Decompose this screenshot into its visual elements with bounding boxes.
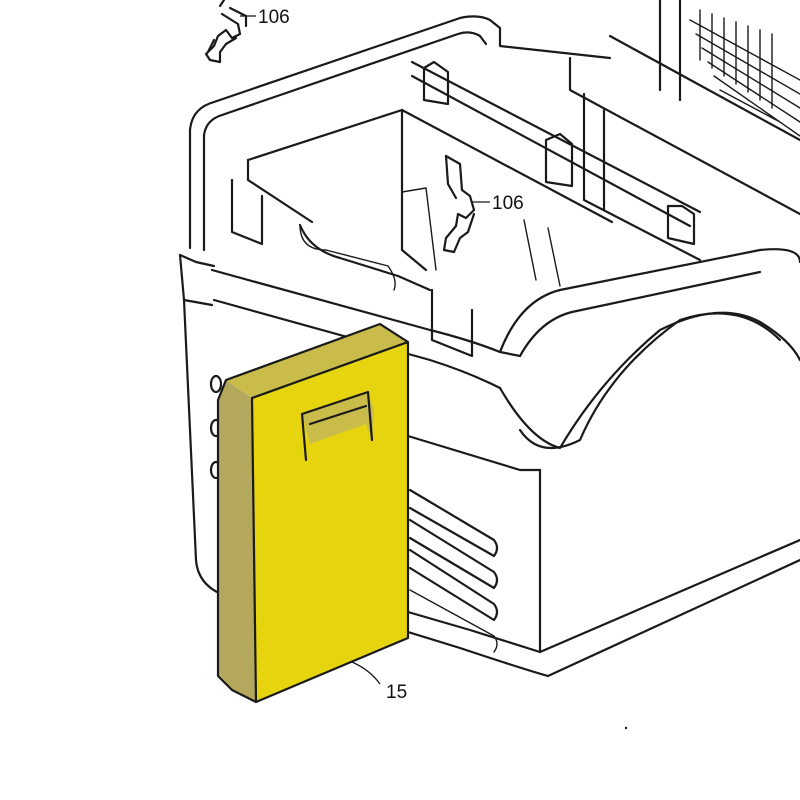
- handle-inner: [518, 270, 762, 358]
- clip-mid: [442, 154, 476, 254]
- cavity-left-edge: [246, 158, 314, 224]
- handle-outer: [498, 248, 800, 354]
- handle-lower-curve-2: [518, 312, 782, 450]
- callout-15: 15: [351, 661, 407, 703]
- vent-slot-3: [408, 548, 499, 622]
- part-slot-outline: [300, 390, 374, 462]
- part-outline: [216, 322, 410, 704]
- housing-front-ridge-lower: [212, 298, 502, 390]
- part-top-face: [226, 324, 408, 398]
- callout-15-leader: [351, 661, 381, 685]
- notch-mid: [544, 132, 574, 188]
- clip-top: [204, 0, 248, 64]
- callout-106-mid: 106: [472, 193, 524, 214]
- cavity-inner-panel: [401, 187, 561, 287]
- cavity-back-wall: [400, 108, 428, 272]
- notch-upper: [422, 60, 450, 106]
- callout-106-top-label: 106: [258, 7, 290, 28]
- vent-slot-1: [408, 488, 499, 558]
- callout-106-top: 106: [240, 7, 290, 28]
- notch-left: [230, 178, 264, 246]
- part-slot-recess: [302, 392, 374, 444]
- housing-left-band: [178, 253, 216, 268]
- handle-lower-curve: [498, 311, 800, 450]
- cavity-scoop: [299, 224, 396, 291]
- side-hole-1: [209, 374, 223, 394]
- housing: [178, 0, 800, 678]
- notch-center: [430, 288, 474, 358]
- vent-slot-2: [408, 518, 499, 590]
- housing-rim-outline: [188, 15, 612, 250]
- notch-right: [666, 204, 696, 246]
- inner-tray: [582, 92, 702, 262]
- housing-front-band: [406, 434, 542, 472]
- housing-rim-inner: [202, 31, 488, 252]
- part-side-face: [218, 380, 256, 702]
- heatsink-housing: [568, 0, 800, 216]
- heatsink-fins: [689, 9, 800, 137]
- callout-15-label: 15: [386, 682, 407, 703]
- rail-upper: [410, 60, 702, 228]
- housing-front-bottom-inner: [406, 538, 800, 654]
- cavity-back-edge: [246, 108, 614, 224]
- vent-slot-4: [409, 589, 498, 653]
- stray-mark: [624, 726, 628, 730]
- housing-front-bottom: [406, 558, 800, 678]
- callout-106-mid-label: 106: [492, 193, 524, 214]
- part-15: [216, 322, 410, 704]
- housing-left-band-lower: [182, 298, 214, 307]
